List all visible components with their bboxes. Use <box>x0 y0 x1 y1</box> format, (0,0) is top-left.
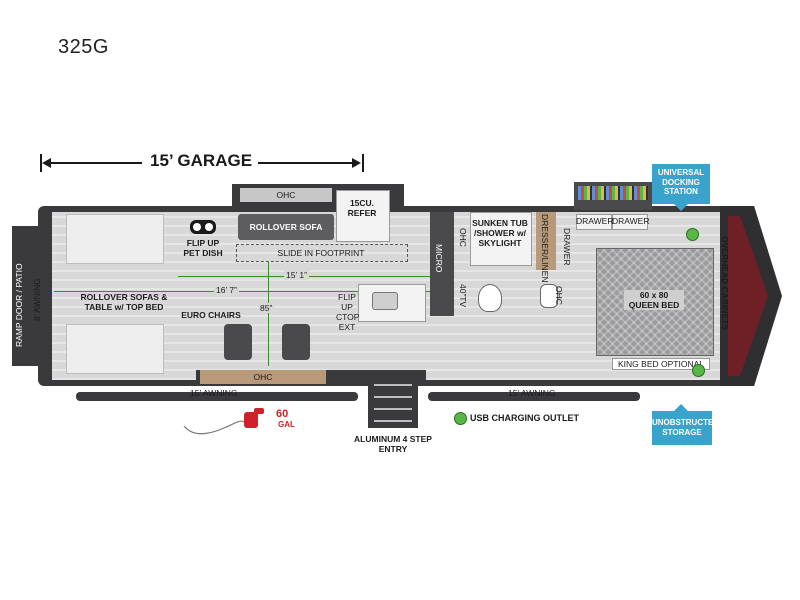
usb-outlet-dot-1 <box>686 228 699 241</box>
dimension-label-3: 85” <box>258 303 275 313</box>
arrowhead-right-icon <box>352 158 361 168</box>
rollover-sofa <box>238 214 334 240</box>
dimension-label-2: 16’ 7” <box>214 285 239 295</box>
dimension-line-2 <box>54 291 436 292</box>
pet-dish-bowl-left <box>193 223 201 231</box>
usb-outlet-dot-2 <box>692 364 705 377</box>
queen-bed-label: 60 x 80 QUEEN BED <box>624 290 684 310</box>
aluminum-entry-label: ALUMINUM 4 STEP ENTRY <box>354 434 432 454</box>
garage-sofa-top <box>66 214 164 264</box>
fuel-amount: 60 <box>276 408 289 420</box>
microwave-cabinet <box>430 212 454 316</box>
step-line-2 <box>374 396 412 398</box>
unobstructed-storage-label: UNOBSTRUCTED STORAGE <box>652 418 720 437</box>
universal-docking-label: UNIVERSAL DOCKING STATION <box>657 168 705 196</box>
toilet-icon <box>478 284 502 312</box>
euro-chair-left <box>224 324 252 360</box>
docking-devices <box>578 186 648 200</box>
rollover-sofa-label: ROLLOVER SOFA <box>249 222 323 232</box>
refrigerator-label: 15CU. REFER <box>347 198 377 218</box>
drawer-right <box>612 214 648 230</box>
ohc-bottom-label: OHC <box>253 372 273 382</box>
ohc-bath-label: OHC <box>554 286 564 305</box>
step-line-3 <box>374 408 412 410</box>
step-line-4 <box>374 420 412 422</box>
kitchen-sink <box>372 292 398 310</box>
euro-chairs-label: EURO CHAIRS <box>181 310 241 320</box>
dimension-label-1: 15’ 1” <box>284 270 309 280</box>
euro-chair-right <box>282 324 310 360</box>
awning-8-label: 8’ AWNING <box>32 278 42 322</box>
pet-dish-label: FLIP UP PET DISH <box>183 238 223 258</box>
unobstructed-storage-callout: UNOBSTRUCTED STORAGE <box>652 411 719 445</box>
ramp-door <box>12 226 40 366</box>
dresser-linen-cabinet <box>536 212 556 270</box>
slide-footprint-label: SLIDE IN FOOTPRINT <box>277 248 365 258</box>
sunken-tub-shower <box>470 212 532 266</box>
ramp-door-label: RAMP DOOR / PATIO <box>14 263 24 347</box>
dresser-linen-label: DRESSER/LINEN <box>540 214 550 283</box>
awning-left <box>76 392 358 401</box>
refrigerator <box>336 190 390 242</box>
drawer-left-label: DRAWER <box>576 216 614 226</box>
garage-sofa-bottom <box>66 324 164 374</box>
pet-dish-icon <box>190 220 216 234</box>
garage-tick-left <box>40 154 42 172</box>
garage-label: 15’ GARAGE <box>150 151 253 170</box>
tv-label: 40”TV <box>458 284 468 308</box>
drawer-right-label: DRAWER <box>612 216 650 226</box>
pet-dish-bowl-right <box>205 223 213 231</box>
usb-legend-dot <box>454 412 467 425</box>
model-title: 325G <box>58 36 109 58</box>
drawer-bath-label: DRAWER <box>562 228 572 266</box>
entry-steps <box>368 372 418 428</box>
unobstructed-storage-pointer <box>674 404 688 411</box>
step-line-1 <box>374 384 412 386</box>
usb-legend-label: USB CHARGING OUTLET <box>470 413 579 423</box>
flip-up-ctop-label: FLIP UP CTOP EXT <box>336 292 360 332</box>
overhead-cabinets-label: OVERHEAD CABINETS <box>720 236 730 330</box>
garage-dimension: 15’ GARAGE <box>40 150 364 176</box>
ramp-door-labels: RAMP DOOR / PATIO 8’ AWNING <box>4 226 48 366</box>
fuel-pump-icon <box>183 408 264 435</box>
ohc-kitchen-label: OHC <box>458 228 468 247</box>
garage-arrow-right <box>258 162 358 164</box>
ohc-bottom-slide <box>200 370 326 384</box>
micro-label: MICRO <box>434 244 444 273</box>
ohc-top-label: OHC <box>276 190 296 200</box>
garage-arrow-left <box>44 162 142 164</box>
rollover-sofas-table-label: ROLLOVER SOFAS & TABLE w/ TOP BED <box>80 292 168 312</box>
sunken-tub-label: SUNKEN TUB /SHOWER w/ SKYLIGHT <box>472 218 528 248</box>
drawer-left <box>576 214 612 230</box>
universal-docking-callout: UNIVERSAL DOCKING STATION <box>652 164 710 204</box>
awning-right <box>428 392 640 401</box>
garage-tick-right <box>362 154 364 172</box>
awning-right-label: 15’ AWNING <box>508 388 556 398</box>
slide-footprint-outline <box>236 244 408 262</box>
fuel-unit: GAL <box>278 420 295 429</box>
arrowhead-left-icon <box>42 158 51 168</box>
king-bed-optional-label: KING BED OPTIONAL <box>612 358 710 370</box>
bathroom-sink-icon <box>540 284 558 308</box>
ohc-top-slide <box>240 188 332 202</box>
universal-docking-pointer <box>674 204 688 211</box>
dimension-line-3 <box>268 262 269 366</box>
awning-left-label: 15’ AWNING <box>190 388 238 398</box>
